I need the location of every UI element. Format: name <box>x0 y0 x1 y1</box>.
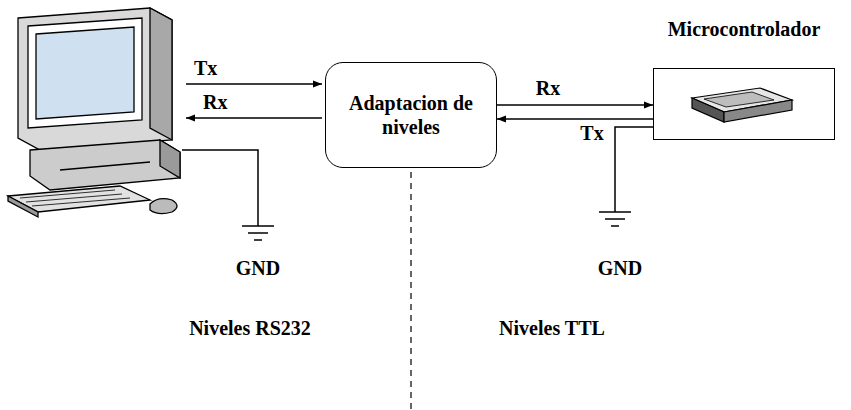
ground-symbol <box>599 212 631 226</box>
signal-name: Rx <box>536 76 560 100</box>
box-heading: Microcontrolador <box>668 17 821 41</box>
signal-arrow <box>497 104 653 106</box>
tx-wire <box>186 83 322 85</box>
signal-name: Tx <box>194 56 217 80</box>
signal-name: Rx <box>203 90 227 114</box>
ground-label: GND <box>598 256 642 280</box>
computer-illustration <box>8 8 180 217</box>
rx-wire <box>186 117 322 119</box>
ground-symbol <box>242 226 274 240</box>
ground-label: GND <box>236 256 280 280</box>
ground-wire <box>182 150 258 226</box>
region-label: Niveles TTL <box>499 316 605 340</box>
ground-wire <box>615 127 653 212</box>
region-label: Niveles RS232 <box>189 316 311 340</box>
boundary-line <box>410 172 411 410</box>
microcontroller-box: Microcontrolador <box>653 68 835 140</box>
chip-illustration <box>692 88 792 122</box>
signal-arrow <box>497 118 653 120</box>
level-adapter-box: Adaptacion de niveles <box>325 62 497 168</box>
signal-name: Tx <box>580 121 603 145</box>
box-label: Adaptacion de niveles <box>346 91 476 139</box>
